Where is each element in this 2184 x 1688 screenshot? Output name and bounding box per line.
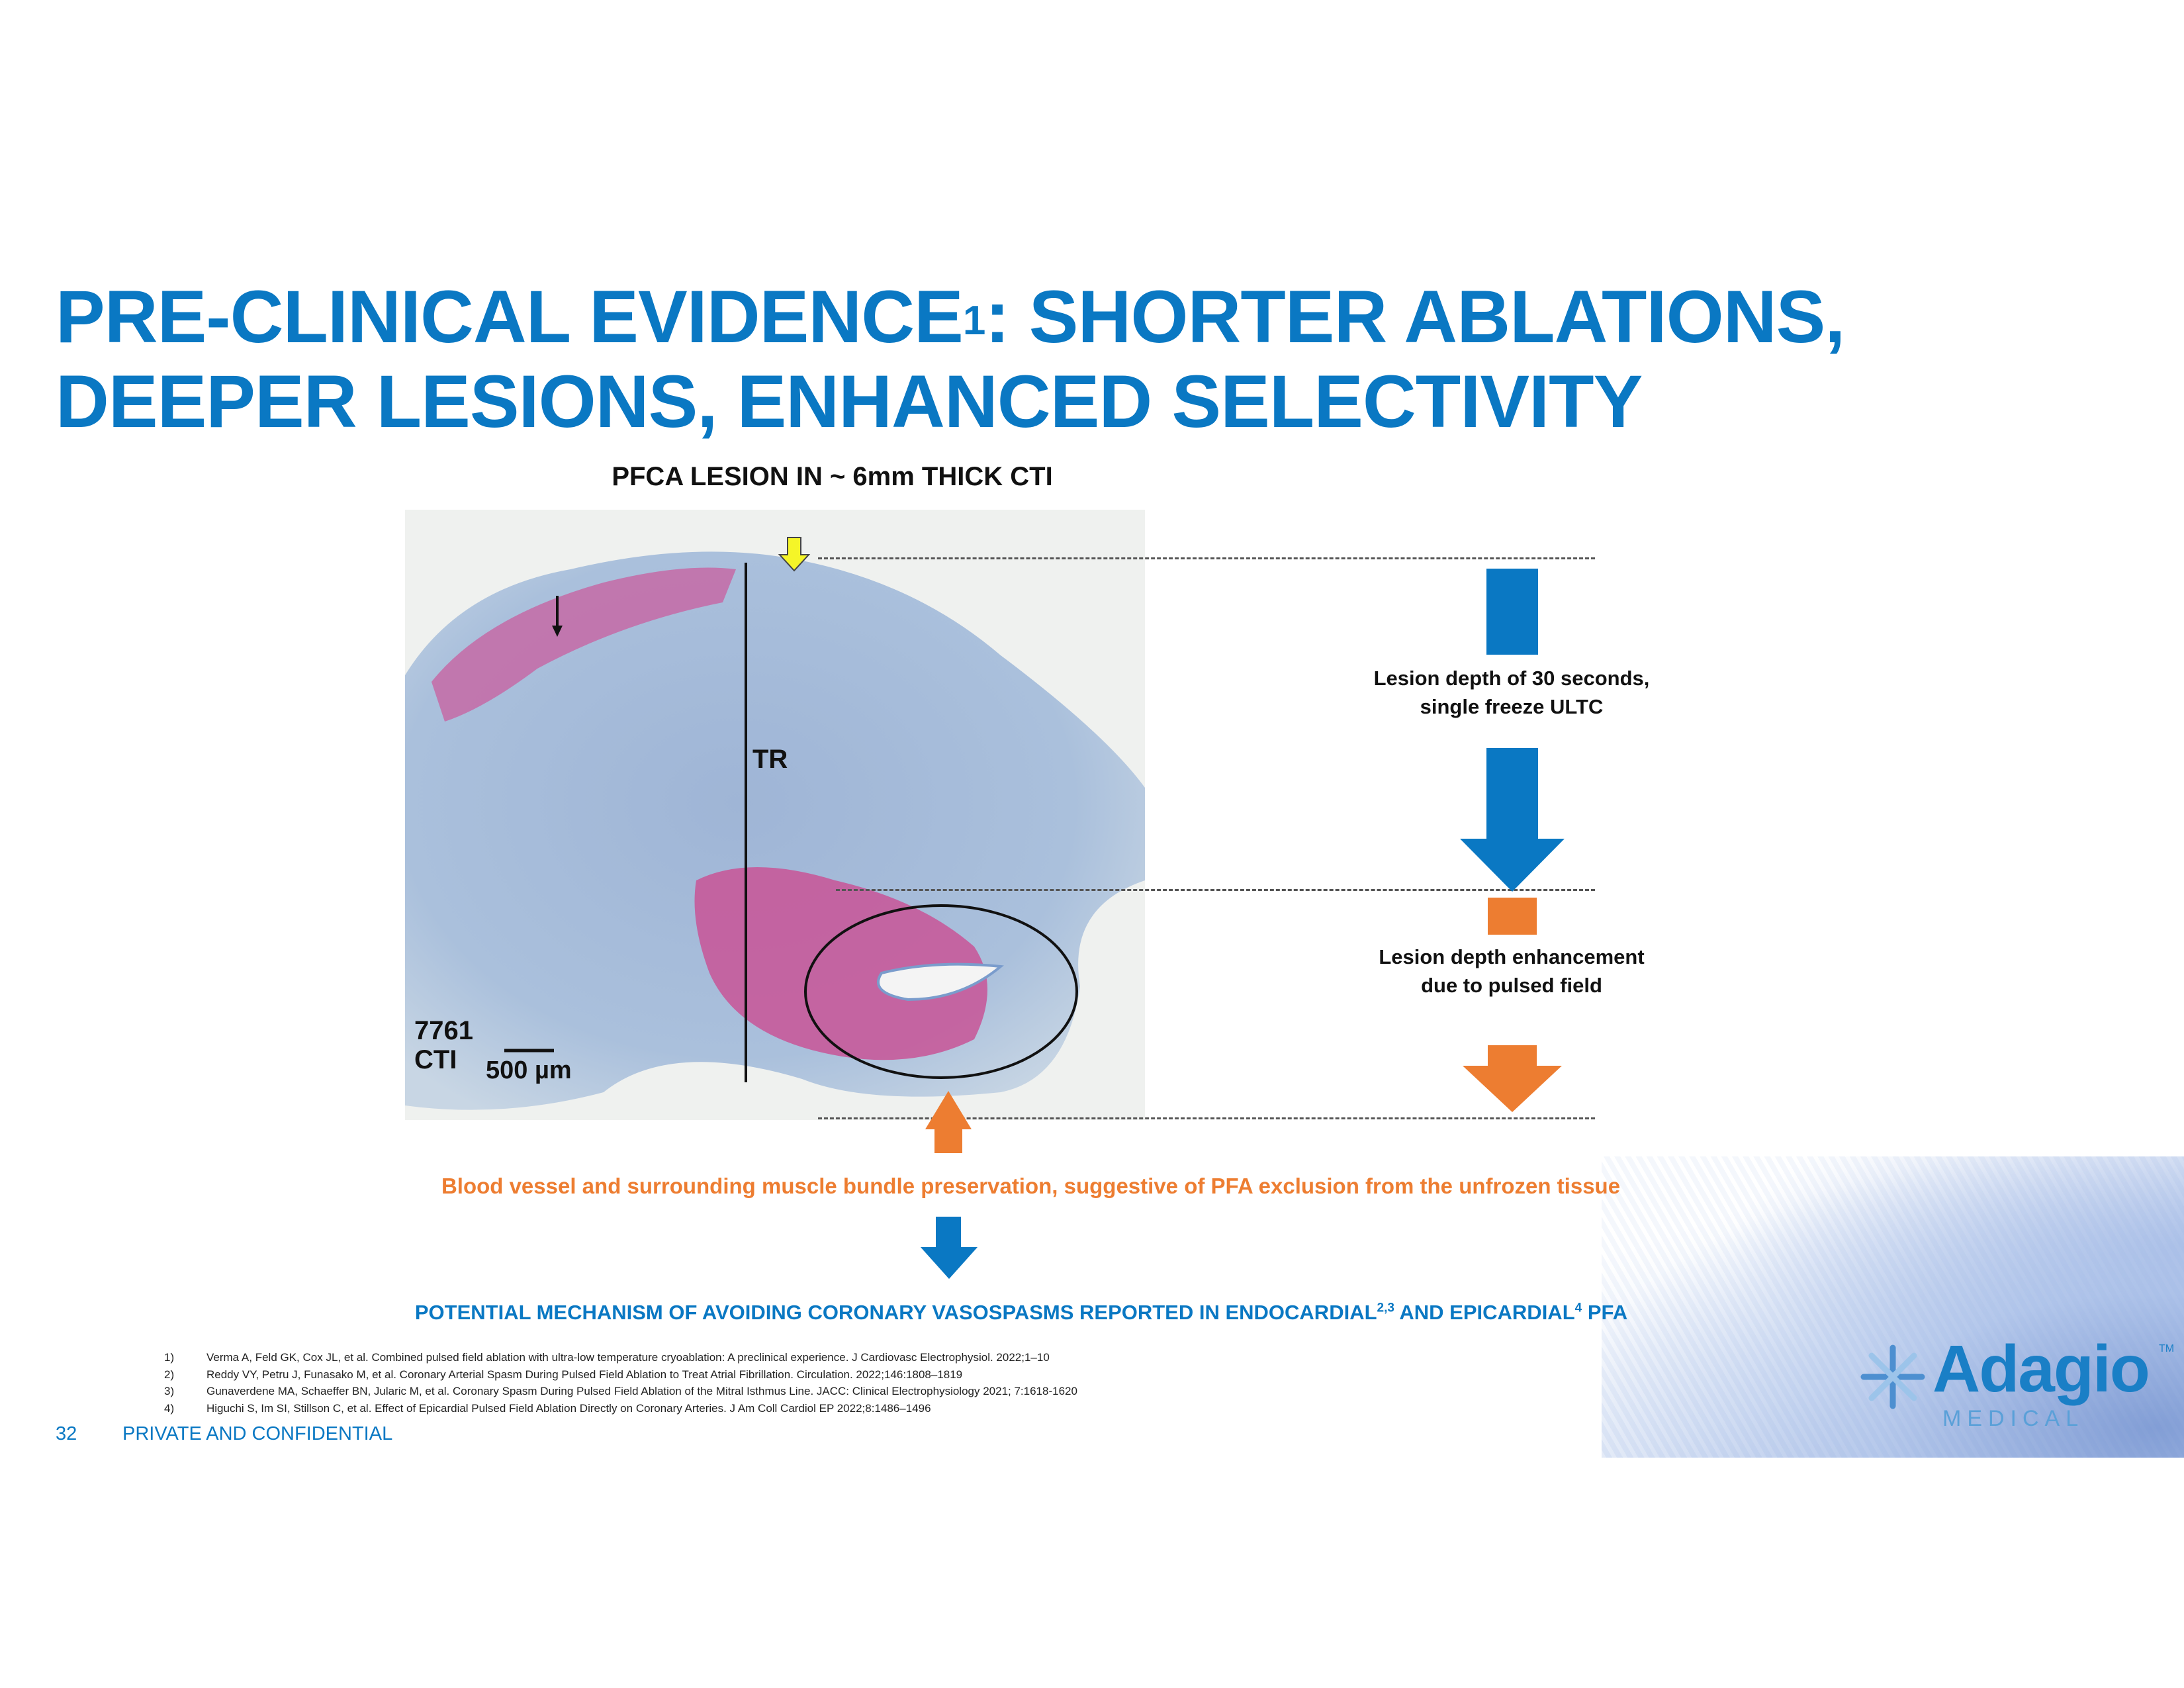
dashed-line-surface [818, 557, 1595, 559]
orange-arrow-shaft [1488, 1045, 1537, 1066]
mechanism-statement: POTENTIAL MECHANISM OF AVOIDING CORONARY… [199, 1301, 1844, 1325]
reference-number: 1) [164, 1351, 175, 1364]
pf-depth-label: Lesion depth enhancement due to pulsed f… [1313, 943, 1710, 1000]
orange-down-arrow-icon [1463, 1066, 1562, 1112]
vessel-preservation-statement: Blood vessel and surrounding muscle bund… [441, 1174, 1621, 1198]
slide-title: PRE-CLINICAL EVIDENCE1: SHORTER ABLATION… [56, 275, 2107, 444]
reference-number: 2) [164, 1368, 175, 1381]
title-text: PRE-CLINICAL EVIDENCE [56, 275, 964, 358]
reference-text: Verma A, Feld GK, Cox JL, et al. Combine… [206, 1351, 1050, 1364]
mechanism-text-1: POTENTIAL MECHANISM OF AVOIDING CORONARY… [414, 1301, 1377, 1324]
logo-subtitle: MEDICAL [1942, 1406, 2085, 1431]
blue-depth-bar [1486, 569, 1538, 655]
specimen-label: 7761 CTI [414, 1016, 478, 1074]
reference-item: 3) Gunaverdene MA, Schaeffer BN, Jularic … [164, 1383, 1077, 1400]
reference-text: Higuchi S, Im SI, Stillson C, et al. Eff… [206, 1401, 931, 1415]
pf-label-line2: due to pulsed field [1421, 974, 1602, 997]
specimen-site: CTI [414, 1045, 457, 1074]
pf-label-line1: Lesion depth enhancement [1379, 945, 1645, 968]
reference-item: 1) Verma A, Feld GK, Cox JL, et al. Combi… [164, 1349, 1077, 1366]
logo-trademark: TM [2159, 1343, 2175, 1354]
logo-wordmark: Adagio [1933, 1332, 2150, 1406]
blue-down-arrow-icon [1460, 839, 1565, 892]
mechanism-text-3: PFA [1582, 1301, 1628, 1324]
snowflake-logo-icon [1860, 1344, 1925, 1409]
mechanism-sup-1: 2,3 [1377, 1301, 1394, 1315]
blue-small-arrow-shaft [936, 1217, 961, 1248]
ultc-label-line2: single freeze ULTC [1420, 695, 1604, 718]
orange-up-arrow-shaft [934, 1129, 962, 1153]
ultc-depth-label: Lesion depth of 30 seconds, single freez… [1313, 664, 1710, 721]
reference-text: Reddy VY, Petru J, Funasako M, et al. Co… [206, 1368, 963, 1381]
reference-number: 4) [164, 1401, 175, 1415]
tr-label: TR [752, 745, 788, 774]
ultc-label-line1: Lesion depth of 30 seconds, [1373, 667, 1650, 690]
page-number: 32 [56, 1423, 77, 1444]
mechanism-text-2: AND EPICARDIAL [1394, 1301, 1575, 1324]
orange-up-arrow-icon [925, 1091, 972, 1129]
specimen-id: 7761 [414, 1016, 473, 1045]
dashed-line-pf-depth [818, 1117, 1595, 1119]
confidentiality-notice: PRIVATE AND CONFIDENTIAL [122, 1423, 393, 1444]
figure-subtitle: PFCA LESION IN ~ 6mm THICK CTI [612, 462, 1053, 491]
reference-item: 2) Reddy VY, Petru J, Funasako M, et al. … [164, 1366, 1077, 1383]
mechanism-sup-2: 4 [1574, 1301, 1582, 1315]
orange-depth-bar [1488, 898, 1537, 935]
title-text-rest: : SHORTER ABLATIONS, DEEPER LESIONS, ENH… [56, 275, 1845, 443]
reference-number: 3) [164, 1385, 175, 1397]
dashed-line-ultc-depth [836, 889, 1595, 891]
micrograph-image [405, 510, 1145, 1120]
blue-arrow-shaft [1486, 748, 1538, 839]
reference-text: Gunaverdene MA, Schaeffer BN, Jularic M,… [206, 1385, 1077, 1397]
histology-micrograph: TR 7761 CTI 500 µm [405, 510, 1145, 1120]
scale-bar-label: 500 µm [486, 1056, 572, 1084]
title-footnote: 1 [962, 298, 985, 344]
reference-item: 4) Higuchi S, Im SI, Stillson C, et al. E… [164, 1400, 1077, 1417]
blue-small-down-arrow-icon [921, 1247, 978, 1279]
references-list: 1) Verma A, Feld GK, Cox JL, et al. Combi… [164, 1349, 1077, 1417]
